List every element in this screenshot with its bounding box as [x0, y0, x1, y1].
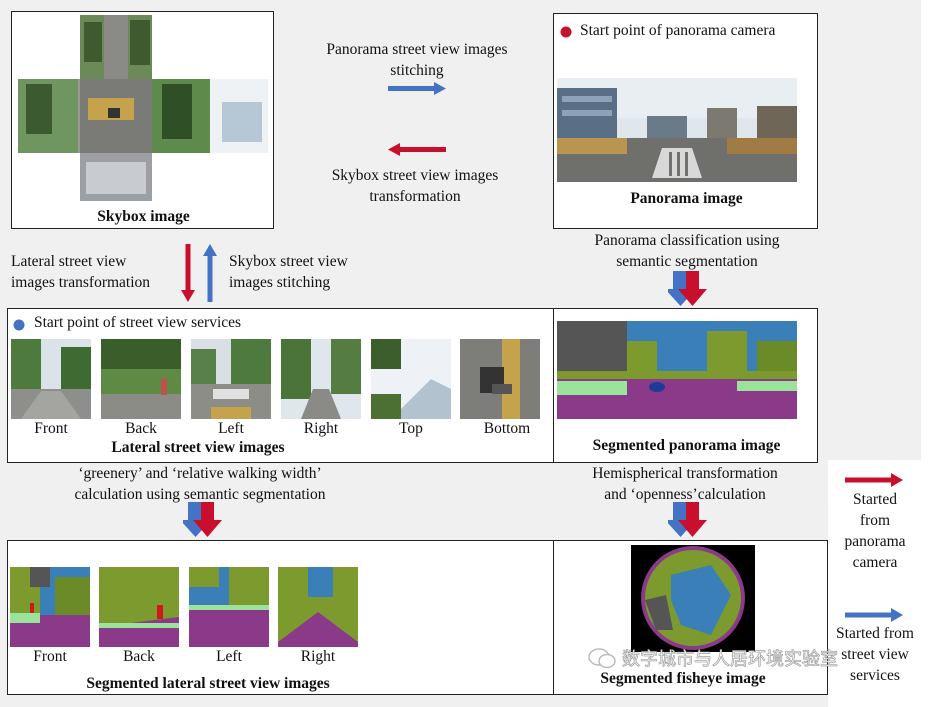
hemispherical-text: Hemispherical transformation and ‘openne… [570, 463, 800, 505]
label-bottom: Bottom [483, 420, 531, 437]
classification-line-2: semantic segmentation [616, 253, 758, 270]
seg-front [10, 567, 90, 647]
legend-blue-arrow [845, 608, 903, 622]
thumb-top [371, 339, 451, 419]
transform-text: Skybox street view images transformation [295, 165, 535, 207]
panorama-box: Start point of panorama camera Panorama … [553, 13, 818, 229]
legend-red-line-1: Started [853, 491, 897, 508]
label-right: Right [303, 420, 339, 437]
fisheye-box: Segmented fisheye image [553, 540, 828, 695]
segmented-panorama-image [557, 321, 797, 419]
classification-line-1: Panorama classification using [594, 232, 780, 249]
skybox-caption: Skybox image [97, 208, 190, 225]
red-arrow-down [181, 244, 195, 302]
segmented-lateral-box: Front Back Left Right Segmented lateral … [7, 540, 555, 695]
legend-red-line-4: camera [852, 554, 898, 571]
legend-red-arrow [845, 473, 903, 487]
seg-label-right: Right [300, 648, 336, 665]
skybox-image [18, 15, 268, 201]
stitch-text-line-1: Panorama street view images [326, 41, 508, 58]
red-dot-icon [560, 26, 572, 38]
blue-arrow-right [388, 82, 446, 95]
skybox-stitch-text: Skybox street view images stitching [229, 251, 379, 293]
thumb-back [101, 339, 181, 419]
blue-red-arrow-down-2 [183, 502, 222, 537]
skybox-box: Skybox image [11, 11, 274, 229]
skybox-stitch-line-2: images stitching [229, 274, 331, 291]
thumb-bottom [460, 339, 540, 419]
thumb-front [11, 339, 91, 419]
stitch-text-line-2: stitching [390, 62, 444, 79]
blue-dot-icon [13, 319, 25, 331]
wechat-icon [588, 648, 616, 669]
seg-back [99, 567, 179, 647]
seg-label-front: Front [33, 648, 67, 665]
greenery-line-1: ‘greenery’ and ‘relative walking width’ [78, 465, 322, 482]
label-front: Front [34, 420, 68, 437]
watermark: 数字城市与人居环境实验室 [588, 645, 838, 671]
stitch-text: Panorama street view images stitching [297, 39, 537, 81]
legend-blue-line-3: services [850, 667, 900, 684]
thumb-right [281, 339, 361, 419]
legend-blue-text: Started from street view services [825, 623, 925, 686]
lateral-transform-line-1: Lateral street view [11, 253, 127, 270]
lateral-box: Start point of street view services [7, 308, 555, 463]
lateral-transform-text: Lateral street view images transformatio… [11, 251, 181, 293]
segmented-panorama-box: Segmented panorama image [553, 308, 818, 463]
lateral-legend: Start point of street view services [34, 314, 242, 331]
blue-red-arrow-down-1 [668, 271, 707, 306]
fisheye-image [631, 545, 755, 652]
legend-red-line-3: panorama [844, 533, 906, 550]
greenery-line-2: calculation using semantic segmentation [74, 486, 326, 503]
panorama-legend: Start point of panorama camera [580, 22, 776, 39]
legend-red-line-2: from [859, 512, 891, 529]
panorama-caption: Panorama image [630, 190, 743, 207]
seg-label-back: Back [123, 648, 155, 665]
blue-arrow-up [203, 244, 217, 302]
hemispherical-line-1: Hemispherical transformation [592, 465, 778, 482]
label-left: Left [218, 420, 244, 437]
legend-box: Started from panorama camera Started fro… [828, 460, 929, 707]
hemispherical-line-2: and ‘openness’calculation [604, 486, 766, 503]
seg-right [278, 567, 358, 647]
transform-text-line-1: Skybox street view images [331, 167, 499, 184]
greenery-text: ‘greenery’ and ‘relative walking width’ … [50, 463, 350, 505]
blue-red-arrow-down-3 [668, 502, 707, 537]
lateral-caption: Lateral street view images [111, 439, 285, 456]
label-top: Top [399, 420, 423, 437]
transform-text-line-2: transformation [369, 188, 461, 205]
fisheye-caption: Segmented fisheye image [600, 670, 766, 687]
legend-blue-line-2: street view [841, 646, 909, 663]
lateral-transform-line-2: images transformation [11, 274, 151, 291]
panorama-image [557, 78, 797, 182]
classification-text: Panorama classification using semantic s… [572, 230, 802, 272]
thumb-left [191, 339, 271, 419]
seg-left [189, 567, 269, 647]
red-arrow-left [388, 143, 446, 156]
legend-blue-line-1: Started from [836, 625, 914, 642]
segmented-panorama-caption: Segmented panorama image [592, 437, 781, 454]
label-back: Back [125, 420, 157, 437]
skybox-stitch-line-1: Skybox street view [229, 253, 348, 270]
seg-label-left: Left [216, 648, 242, 665]
watermark-text: 数字城市与人居环境实验室 [622, 649, 839, 671]
segmented-lateral-caption: Segmented lateral street view images [86, 675, 330, 692]
legend-red-text: Started from panorama camera [825, 489, 925, 573]
